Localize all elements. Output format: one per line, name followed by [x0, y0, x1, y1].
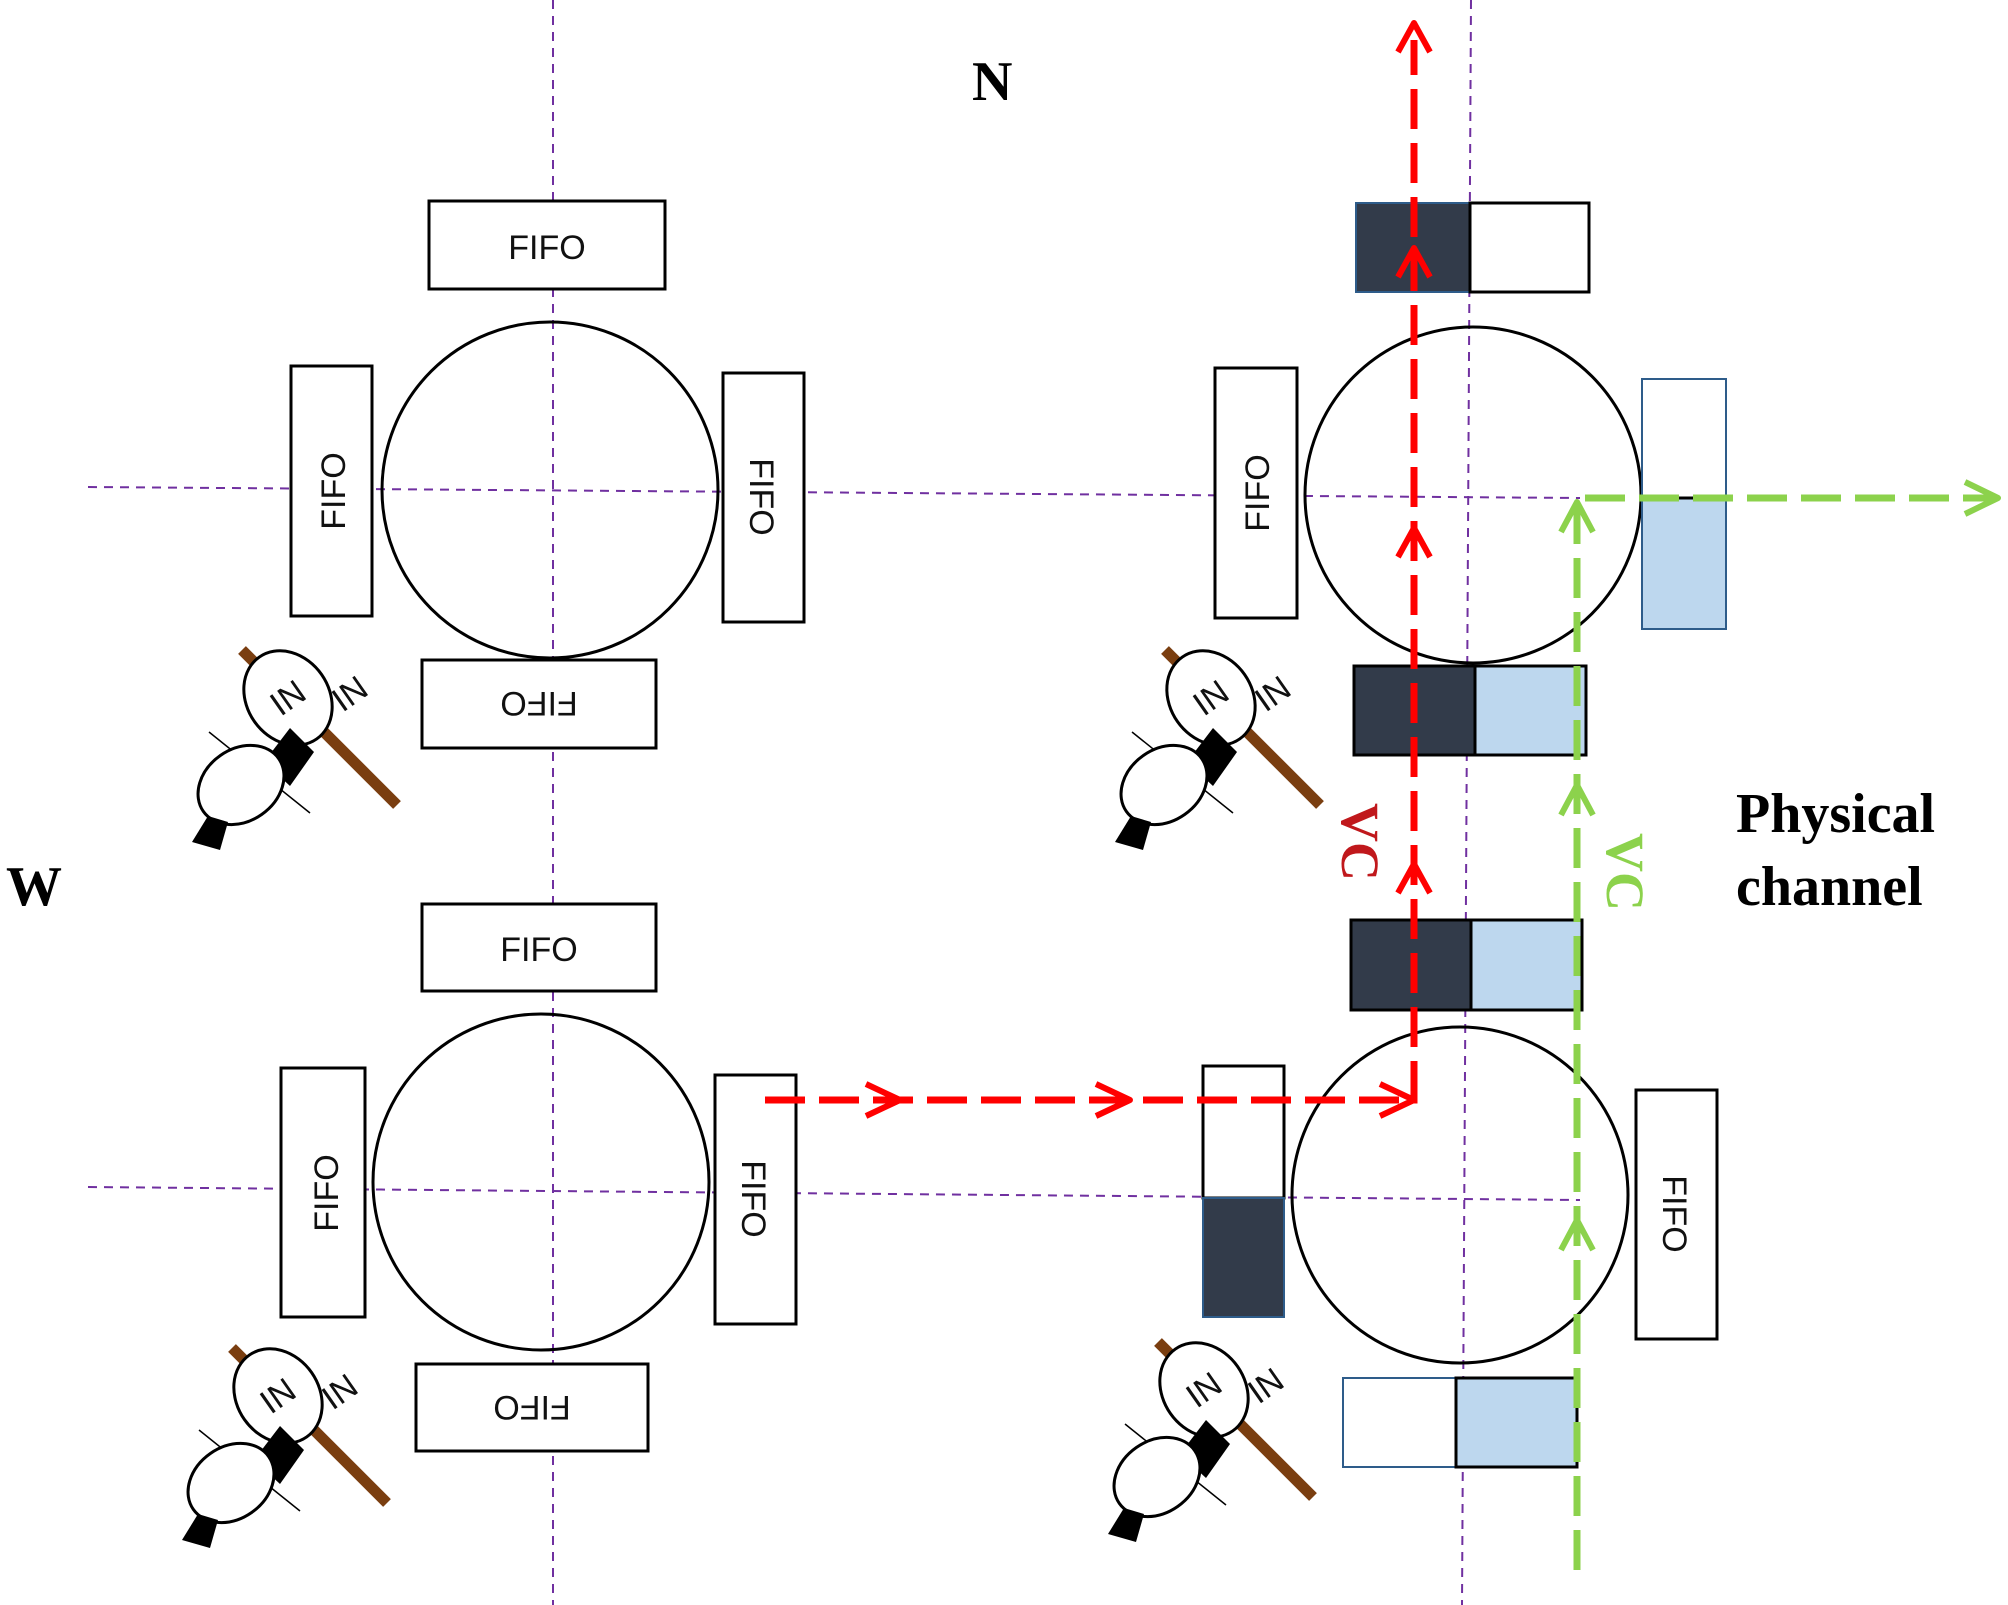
router-bottom-left: FIFO FIFO FIFO FIFO NI — [173, 902, 798, 1548]
fifo-north: FIFO — [427, 199, 667, 291]
fifo-east: FIFO — [721, 371, 806, 624]
north-label: N — [972, 51, 1012, 113]
physical-channel-label-line2: channel — [1736, 856, 1923, 918]
fifo-south: FIFO — [414, 1362, 650, 1453]
red-vc-path — [765, 20, 1433, 1119]
svg-text:FIFO: FIFO — [1655, 1175, 1693, 1252]
router-top-left: FIFO FIFO FIFO FIFO NI — [183, 199, 806, 850]
svg-text:FIFO: FIFO — [500, 931, 577, 969]
router-bottom-right: FIFO NI — [1099, 918, 1719, 1542]
svg-text:FIFO: FIFO — [742, 458, 780, 535]
svg-text:FIFO: FIFO — [508, 229, 585, 267]
vc-buffer-west — [1201, 1064, 1286, 1318]
fifo-north: FIFO — [420, 902, 658, 993]
svg-text:FIFO: FIFO — [308, 1154, 346, 1231]
fifo-west: FIFO — [1213, 366, 1299, 620]
svg-text:FIFO: FIFO — [1239, 454, 1277, 531]
network-interface: NI — [183, 634, 397, 850]
network-interface: NI — [1099, 1326, 1313, 1542]
fifo-east: FIFO — [1634, 1088, 1719, 1341]
network-interface: NI — [173, 1332, 387, 1548]
west-label: W — [6, 856, 62, 918]
vc-buffer-south — [1352, 664, 1588, 757]
fifo-west: FIFO — [279, 1066, 367, 1319]
vc-buffer-north — [1355, 201, 1591, 294]
fifo-east: FIFO — [713, 1073, 798, 1326]
network-interface: NI — [1106, 634, 1320, 850]
green-vc-path — [1558, 479, 2001, 1570]
fifo-west: FIFO — [289, 364, 374, 618]
physical-channel-label-line1: Physical — [1736, 783, 1935, 845]
fifo-south: FIFO — [420, 658, 658, 750]
vc-buffer-south — [1342, 1376, 1579, 1469]
svg-text:FIFO: FIFO — [734, 1160, 772, 1237]
vc-buffer-north — [1349, 918, 1584, 1012]
svg-text:FIFO: FIFO — [500, 684, 577, 722]
svg-text:FIFO: FIFO — [315, 452, 353, 529]
router-top-right: FIFO NI — [1106, 201, 1727, 850]
vc-red-label: VC — [1330, 803, 1390, 881]
svg-text:FIFO: FIFO — [493, 1388, 570, 1426]
vc-buffer-east — [1641, 378, 1727, 630]
vc-green-label: VC — [1595, 833, 1655, 911]
